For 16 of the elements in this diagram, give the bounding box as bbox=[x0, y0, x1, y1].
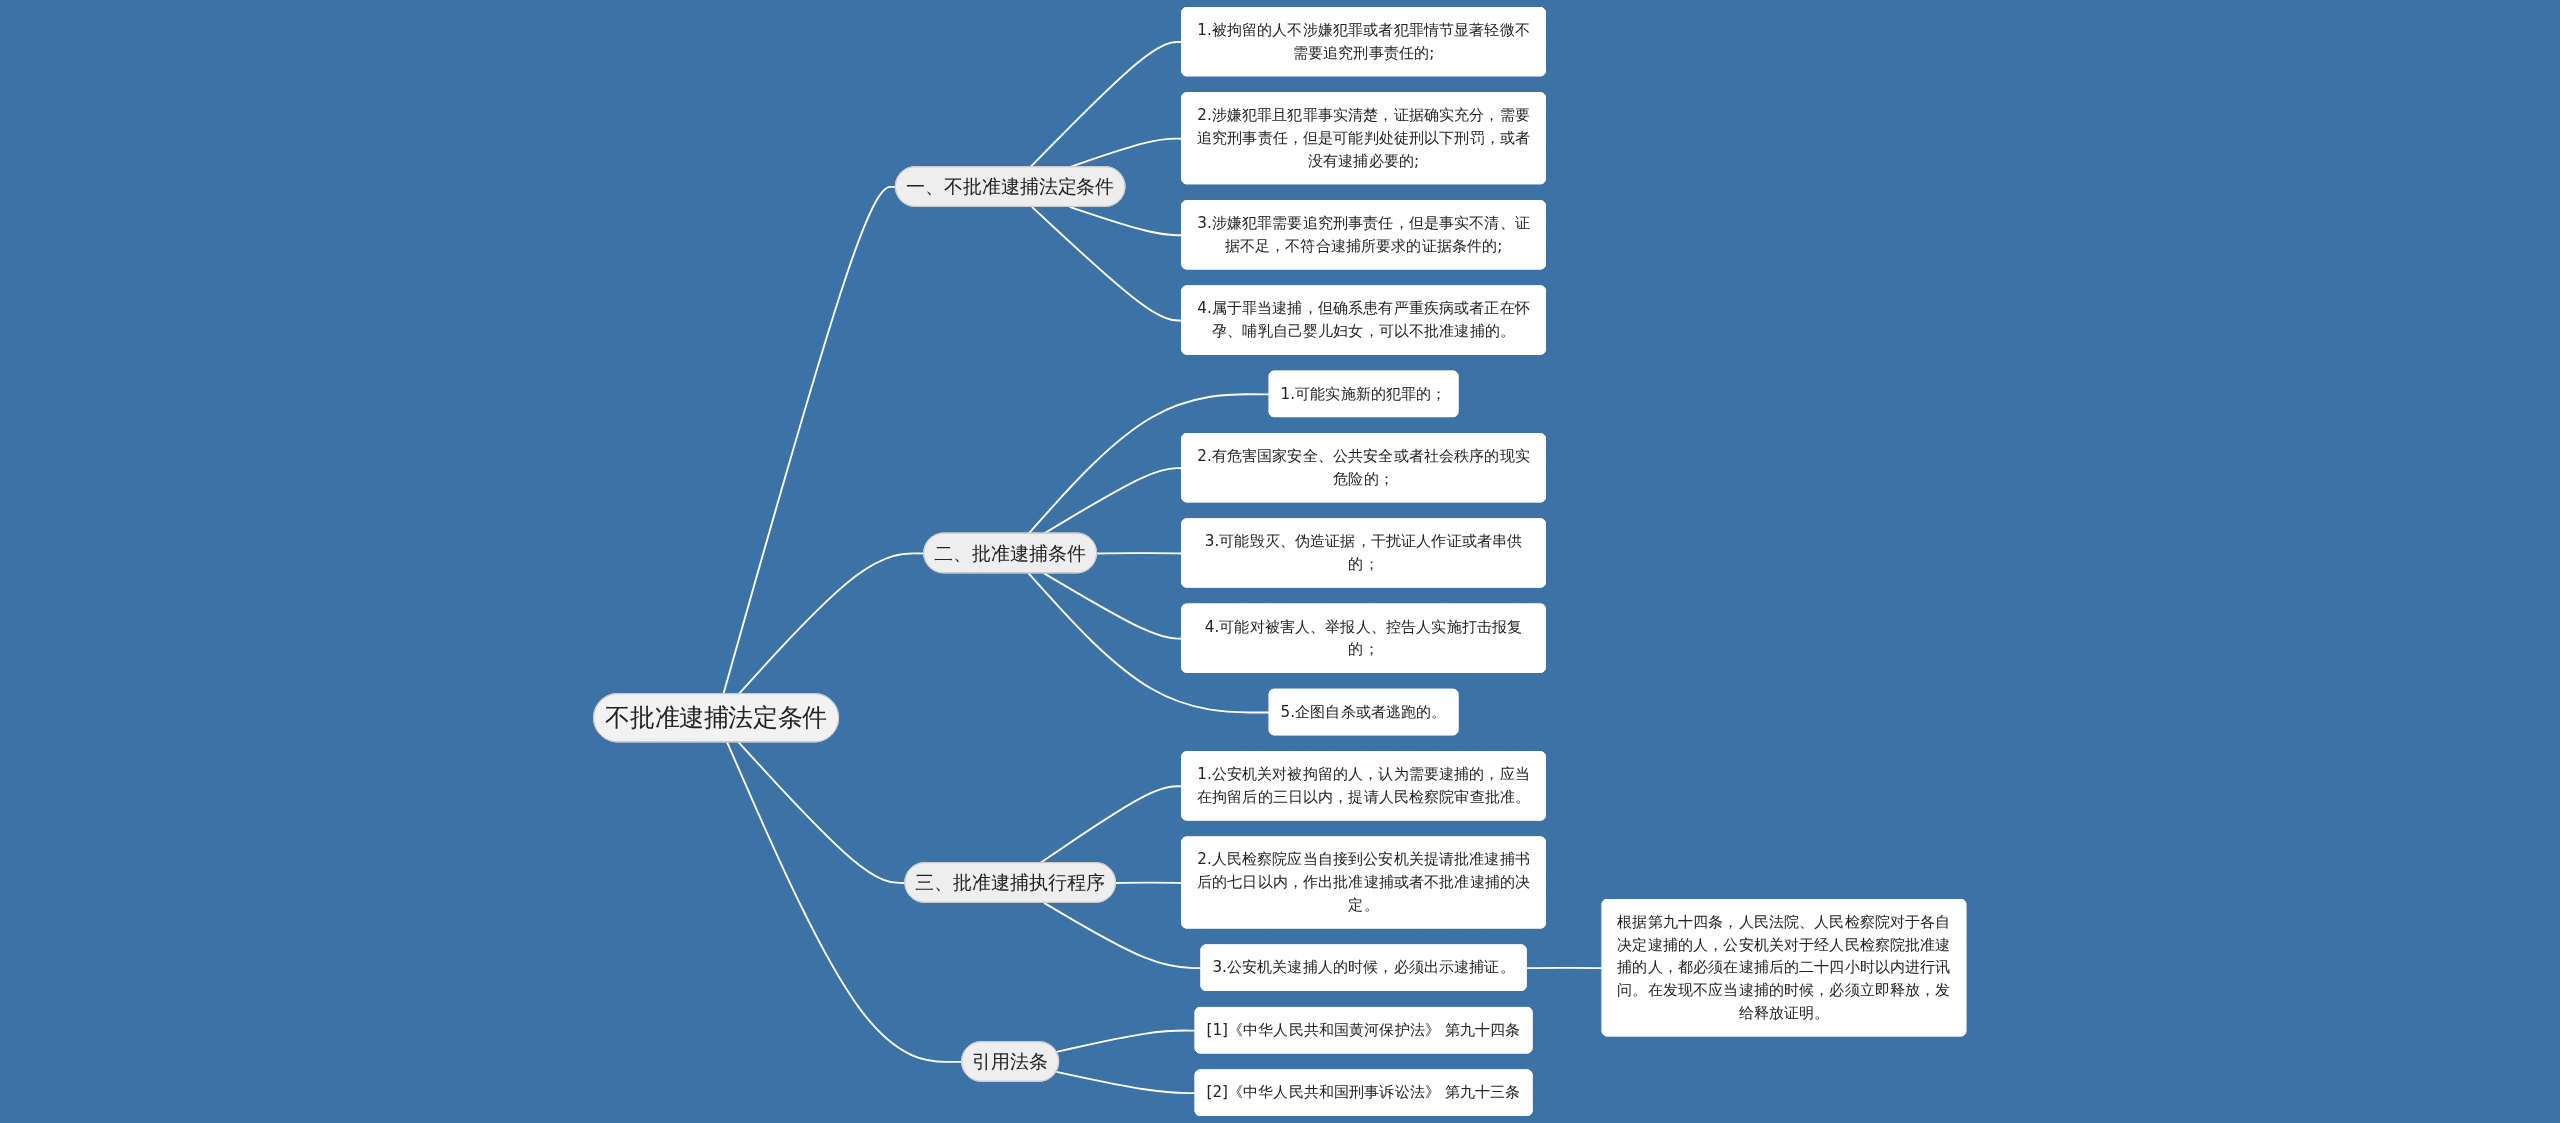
connector bbox=[1031, 205, 1184, 322]
connector bbox=[1043, 572, 1184, 640]
connector bbox=[738, 552, 926, 695]
connector bbox=[726, 741, 964, 1063]
connector bbox=[1115, 881, 1184, 884]
connector bbox=[1068, 205, 1184, 237]
connector bbox=[738, 741, 907, 884]
connector bbox=[1055, 1070, 1197, 1095]
connector bbox=[1027, 393, 1271, 535]
connector bbox=[1043, 467, 1184, 535]
connector bbox=[1027, 572, 1271, 714]
connector bbox=[1043, 901, 1203, 970]
connector bbox=[1039, 785, 1184, 864]
connector bbox=[1055, 1029, 1197, 1053]
connector bbox=[1525, 966, 1604, 970]
connector bbox=[1096, 552, 1184, 555]
